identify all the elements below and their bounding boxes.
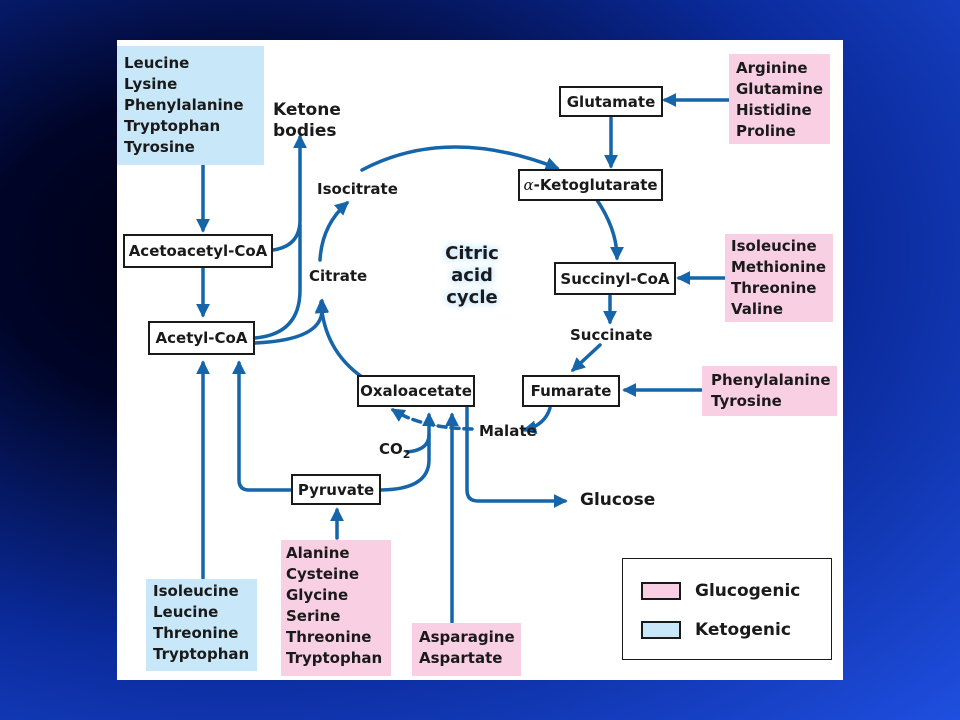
acetyl-coa-node: Acetyl-CoA xyxy=(148,321,255,355)
glucose-label: Glucose xyxy=(580,490,656,510)
amino-acid: Glycine xyxy=(286,586,349,604)
arrow-oxaloacetate-to-citrate xyxy=(314,299,364,379)
legend-ketogenic: Ketogenic xyxy=(641,620,791,640)
arrow-isocitrate-to-ketoglutarate xyxy=(360,145,560,172)
amino-acid: Glutamine xyxy=(736,80,824,98)
amino-acid: Phenylalanine xyxy=(711,371,831,389)
amino-acid: Tryptophan xyxy=(153,645,250,663)
amino-acid: Isoleucine xyxy=(153,582,239,600)
amino-acid: Tryptophan xyxy=(286,649,383,667)
amino-acid: Tryptophan xyxy=(124,117,221,135)
amino-acid: Valine xyxy=(731,300,784,318)
fumarate-node: Fumarate xyxy=(522,375,620,407)
citrate-label: Citrate xyxy=(309,267,368,285)
amino-acid: Leucine xyxy=(153,603,219,621)
glucogenic-swatch xyxy=(641,582,681,600)
arrow-oxaloacetate-to-glucose xyxy=(465,406,568,508)
ketogenic-list-top: Leucine Lysine Phenylalanine Tryptophan … xyxy=(117,46,264,165)
arrow-acetoacetyl-to-ketone xyxy=(271,134,307,252)
amino-acid: Alanine xyxy=(286,544,350,562)
arrow-malate-to-oxaloacetate xyxy=(390,408,474,431)
amino-acid: Tyrosine xyxy=(711,392,782,410)
arrow-ketoglutarate-to-succinyl xyxy=(595,198,624,261)
ketone-bodies-label: Ketone bodies xyxy=(273,100,341,141)
glucogenic-list-succinyl: Isoleucine Methionine Threonine Valine xyxy=(725,234,833,322)
glucogenic-list-glutamate: Arginine Glutamine Histidine Proline xyxy=(729,54,830,144)
glutamate-node: Glutamate xyxy=(559,86,663,117)
glucogenic-list-pyruvate: Alanine Cysteine Glycine Serine Threonin… xyxy=(281,540,391,676)
pyruvate-node: Pyruvate xyxy=(291,474,381,505)
amino-acid: Proline xyxy=(736,122,796,140)
amino-acid: Threonine xyxy=(731,279,817,297)
arrow-fumarate-to-malate xyxy=(522,406,552,435)
arrow-citrate-to-isocitrate xyxy=(318,201,350,262)
co2-label: CO2 xyxy=(379,440,411,461)
amino-acid: Asparagine xyxy=(419,628,515,646)
amino-acid: Histidine xyxy=(736,101,812,119)
amino-acid: Arginine xyxy=(736,59,808,77)
arrow-co2-hook xyxy=(405,433,431,454)
amino-acid: Isoleucine xyxy=(731,237,817,255)
legend-glucogenic: Glucogenic xyxy=(641,581,800,601)
oxaloacetate-node: Oxaloacetate xyxy=(357,375,475,407)
glucogenic-list-oxaloacetate: Asparagine Aspartate xyxy=(412,623,521,676)
amino-acid: Cysteine xyxy=(286,565,360,583)
isocitrate-label: Isocitrate xyxy=(317,180,398,198)
amino-acid: Aspartate xyxy=(419,649,503,667)
succinyl-coa-node: Succinyl-CoA xyxy=(554,262,676,295)
arrow-succinate-to-fumarate xyxy=(570,343,602,372)
arrow-layer xyxy=(196,93,731,624)
amino-acid: Threonine xyxy=(153,624,239,642)
malate-label: Malate xyxy=(479,422,537,440)
legend: Glucogenic Ketogenic xyxy=(622,558,832,660)
succinate-label: Succinate xyxy=(570,326,653,344)
acetoacetyl-coa-node: Acetoacetyl-CoA xyxy=(123,234,273,268)
citric-acid-cycle-title: Citric acid cycle xyxy=(445,243,499,308)
amino-acid: Lysine xyxy=(124,75,178,93)
diagram-panel: Leucine Lysine Phenylalanine Tryptophan … xyxy=(117,40,843,680)
arrow-acetyl-to-ketone xyxy=(253,223,302,340)
glucogenic-list-fumarate: Phenylalanine Tyrosine xyxy=(702,366,837,416)
ketogenic-list-bottom: Isoleucine Leucine Threonine Tryptophan xyxy=(146,579,257,671)
arrow-pyruvate-to-acetyl xyxy=(232,360,293,492)
alpha-ketoglutarate-node: α-Ketoglutarate xyxy=(518,169,663,201)
ketogenic-swatch xyxy=(641,621,681,639)
alpha-symbol: α xyxy=(523,176,534,194)
arrow-pyruvate-to-oxaloacetate xyxy=(377,412,436,492)
amino-acid: Tyrosine xyxy=(124,138,195,156)
amino-acid: Threonine xyxy=(286,628,372,646)
amino-acid: Methionine xyxy=(731,258,827,276)
amino-acid: Serine xyxy=(286,607,341,625)
amino-acid: Phenylalanine xyxy=(124,96,244,114)
amino-acid: Leucine xyxy=(124,54,190,72)
